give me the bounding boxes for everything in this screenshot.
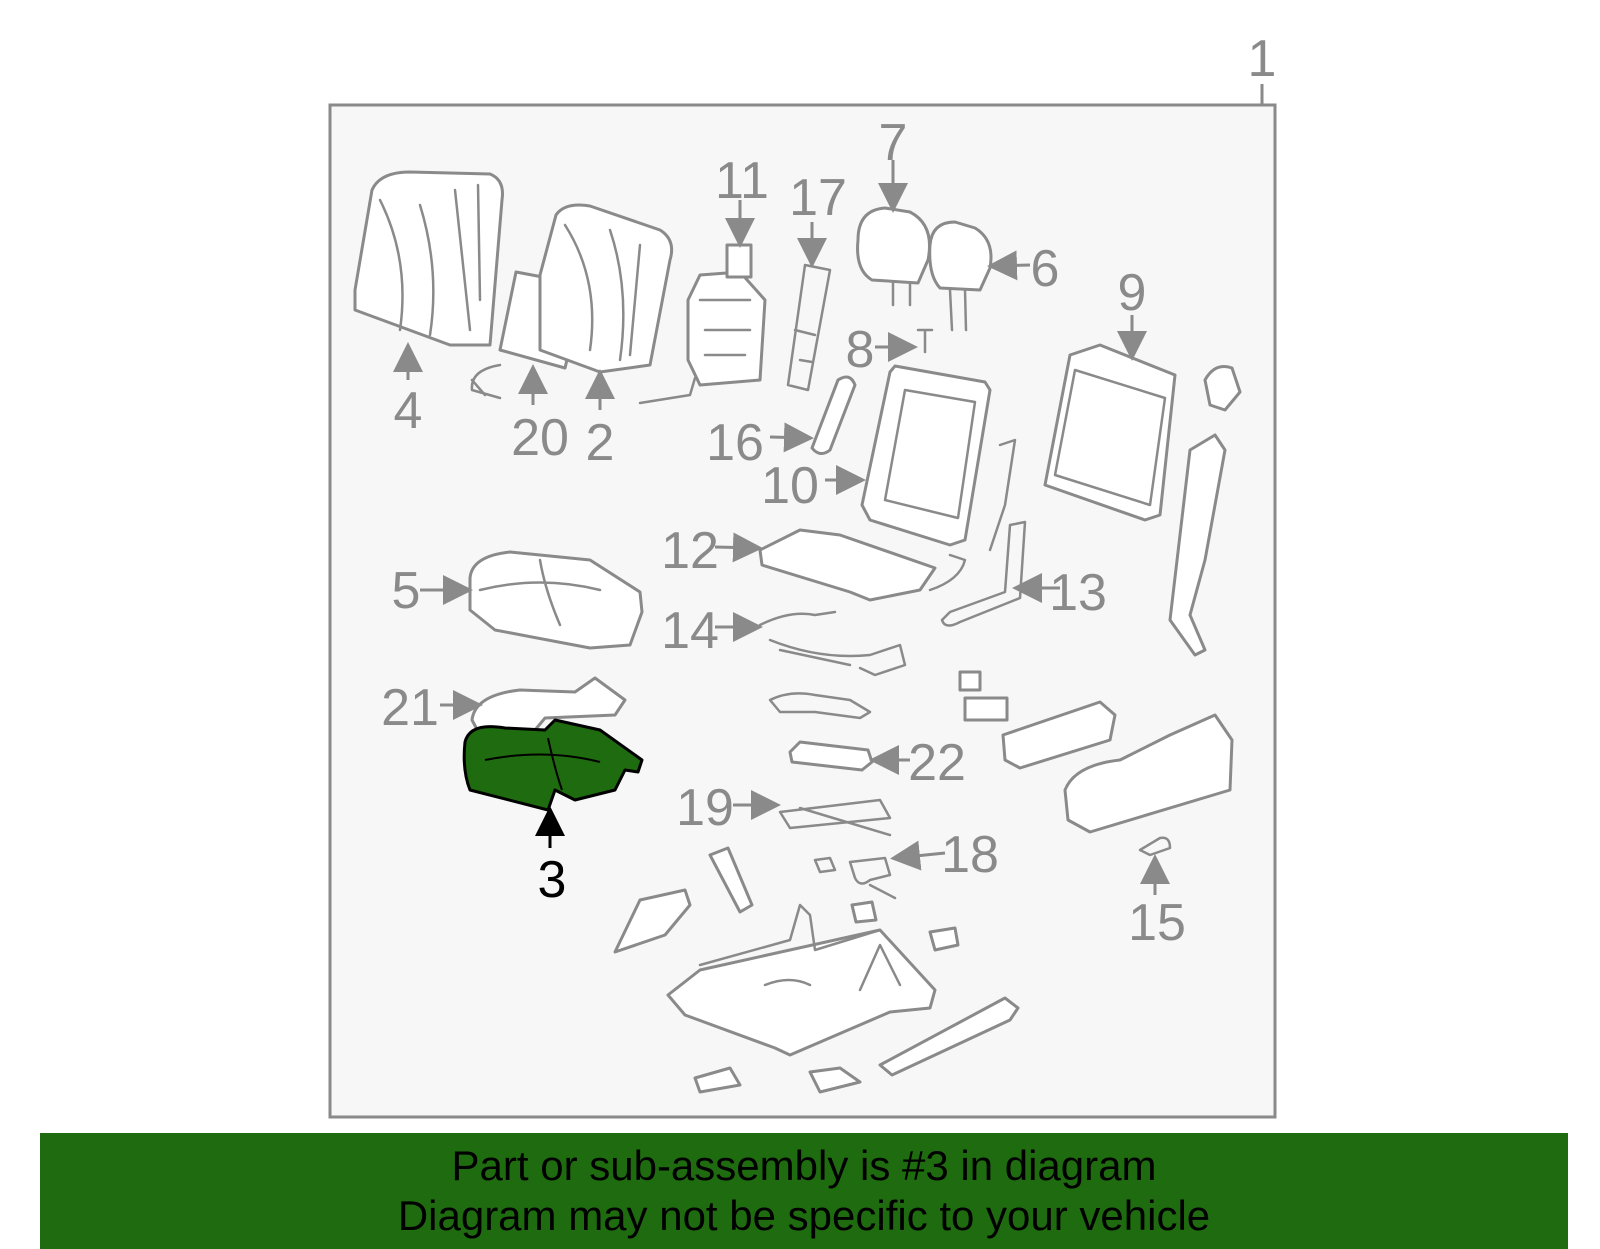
callout-6: 6 xyxy=(1031,240,1060,298)
part-16-cover xyxy=(810,375,857,455)
callout-12: 12 xyxy=(661,522,719,580)
seat-parts-diagram: 1 2 3 4 5 6 7 8 9 10 11 12 13 14 15 16 1… xyxy=(328,30,1277,1119)
part-lower-trim xyxy=(613,888,692,954)
callout-15: 15 xyxy=(1128,894,1186,952)
part-9-back-panel xyxy=(1043,343,1177,522)
callout-16: 16 xyxy=(706,414,764,472)
part-11-back-frame xyxy=(638,243,767,405)
part-15-cap xyxy=(1138,836,1172,857)
part-17-bracket xyxy=(786,263,832,392)
part-2-seat-back-pad xyxy=(538,203,674,374)
part-10-seat-back-frame xyxy=(860,364,1017,552)
part-harness-lower xyxy=(768,692,872,720)
part-cap xyxy=(1203,365,1242,412)
part-13-rail xyxy=(940,520,1027,627)
callout-13: 13 xyxy=(1049,564,1107,622)
part-8-bolt xyxy=(916,328,934,354)
part-clip-c xyxy=(928,926,960,952)
part-clip-d xyxy=(850,900,878,924)
callout-4: 4 xyxy=(394,382,423,440)
part-switch xyxy=(963,696,1009,722)
part-7-headrest xyxy=(856,206,931,307)
info-banner: Part or sub-assembly is #3 in diagram Di… xyxy=(40,1133,1568,1249)
callout-7: 7 xyxy=(879,114,908,172)
part-knob xyxy=(958,670,982,692)
callout-numbers: 1 2 3 4 5 6 7 8 9 10 11 12 13 14 15 16 1… xyxy=(381,30,1276,952)
callout-17: 17 xyxy=(789,169,847,227)
callout-10: 10 xyxy=(761,457,819,515)
part-seat-adjuster xyxy=(666,903,937,1057)
callout-21: 21 xyxy=(381,679,439,737)
part-clip-b xyxy=(808,1066,862,1094)
callout-3: 3 xyxy=(538,851,567,909)
part-3-seat-cushion-highlighted xyxy=(462,718,644,812)
part-switch-panel xyxy=(1001,700,1117,770)
callout-20: 20 xyxy=(511,409,569,467)
callout-2: 2 xyxy=(586,414,615,472)
part-clip-a xyxy=(693,1066,742,1094)
part-5-cushion-cover xyxy=(468,550,644,650)
part-link xyxy=(708,846,754,914)
callout-11: 11 xyxy=(715,152,769,210)
callout-19: 19 xyxy=(676,779,734,837)
callout-14: 14 xyxy=(661,602,719,660)
part-14-harness xyxy=(758,610,907,677)
banner-line-1: Part or sub-assembly is #3 in diagram xyxy=(451,1142,1157,1189)
part-6-headrest xyxy=(928,220,993,332)
callout-8: 8 xyxy=(846,321,875,379)
callout-1: 1 xyxy=(1248,30,1277,88)
callout-22: 22 xyxy=(908,734,966,792)
part-19-bracket xyxy=(778,798,892,837)
part-rail xyxy=(878,996,1020,1077)
part-12-seat-pan xyxy=(758,528,967,602)
leader-lines xyxy=(393,160,1170,895)
part-side-trim xyxy=(1168,433,1227,657)
part-4-seat-back-cover xyxy=(353,170,504,347)
callout-18: 18 xyxy=(941,826,999,884)
callout-9: 9 xyxy=(1118,264,1147,322)
part-side-shield xyxy=(1063,713,1234,834)
callout-5: 5 xyxy=(392,562,421,620)
part-18-fasteners xyxy=(813,856,897,900)
banner-line-2: Diagram may not be specific to your vehi… xyxy=(397,1192,1211,1239)
